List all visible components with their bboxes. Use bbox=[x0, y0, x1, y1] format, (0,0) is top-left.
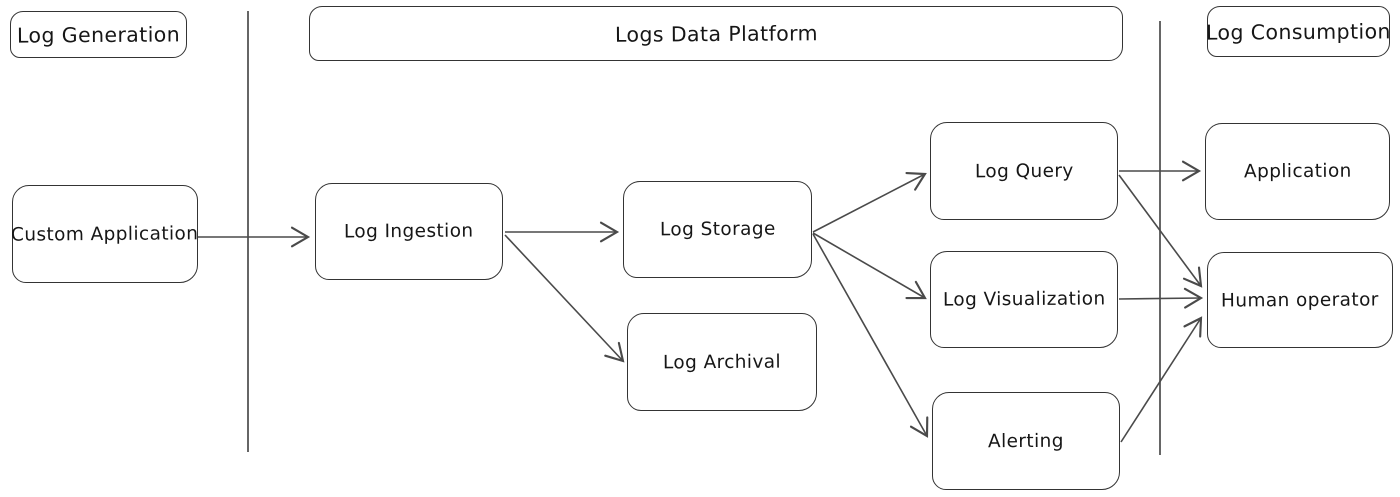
node-custom-application: Custom Application bbox=[11, 185, 199, 283]
node-label: Custom Application bbox=[11, 222, 199, 246]
node-label: Alerting bbox=[987, 430, 1064, 452]
node-alerting: Alerting bbox=[932, 392, 1120, 490]
node-application: Application bbox=[1205, 123, 1390, 220]
node-log-visualization: Log Visualization bbox=[930, 251, 1118, 348]
edge-log-storage-to-log-query bbox=[812, 172, 927, 233]
section-label-logs-data-platform: Logs Data Platform bbox=[309, 6, 1123, 61]
edge-log-ingestion-to-log-archival bbox=[504, 234, 625, 363]
node-log-archival: Log Archival bbox=[627, 313, 817, 411]
node-label: Human operator bbox=[1221, 288, 1379, 312]
node-label: Log Archival bbox=[662, 351, 782, 373]
node-label: Log Query bbox=[974, 160, 1074, 182]
node-label: Log Storage bbox=[659, 218, 776, 241]
edge-log-query-to-human-operator bbox=[1118, 174, 1203, 288]
section-label-text: Logs Data Platform bbox=[614, 20, 818, 47]
node-label: Log Ingestion bbox=[344, 220, 474, 243]
edge-alerting-to-human-operator bbox=[1120, 316, 1203, 443]
section-label-log-consumption: Log Consumption bbox=[1205, 6, 1392, 57]
node-label: Log Visualization bbox=[942, 288, 1106, 311]
node-log-query: Log Query bbox=[930, 122, 1118, 220]
section-label-text: Log Consumption bbox=[1205, 18, 1392, 45]
node-log-ingestion: Log Ingestion bbox=[315, 183, 503, 280]
edge-log-storage-to-alerting bbox=[812, 233, 929, 438]
section-label-log-generation: Log Generation bbox=[10, 11, 187, 58]
node-label: Application bbox=[1243, 160, 1352, 183]
edge-log-storage-to-log-visualization bbox=[812, 232, 927, 300]
section-label-text: Log Generation bbox=[16, 21, 181, 48]
node-log-storage: Log Storage bbox=[623, 181, 812, 278]
edge-log-visualization-to-human-operator bbox=[1118, 287, 1204, 309]
node-human-operator: Human operator bbox=[1207, 252, 1393, 348]
